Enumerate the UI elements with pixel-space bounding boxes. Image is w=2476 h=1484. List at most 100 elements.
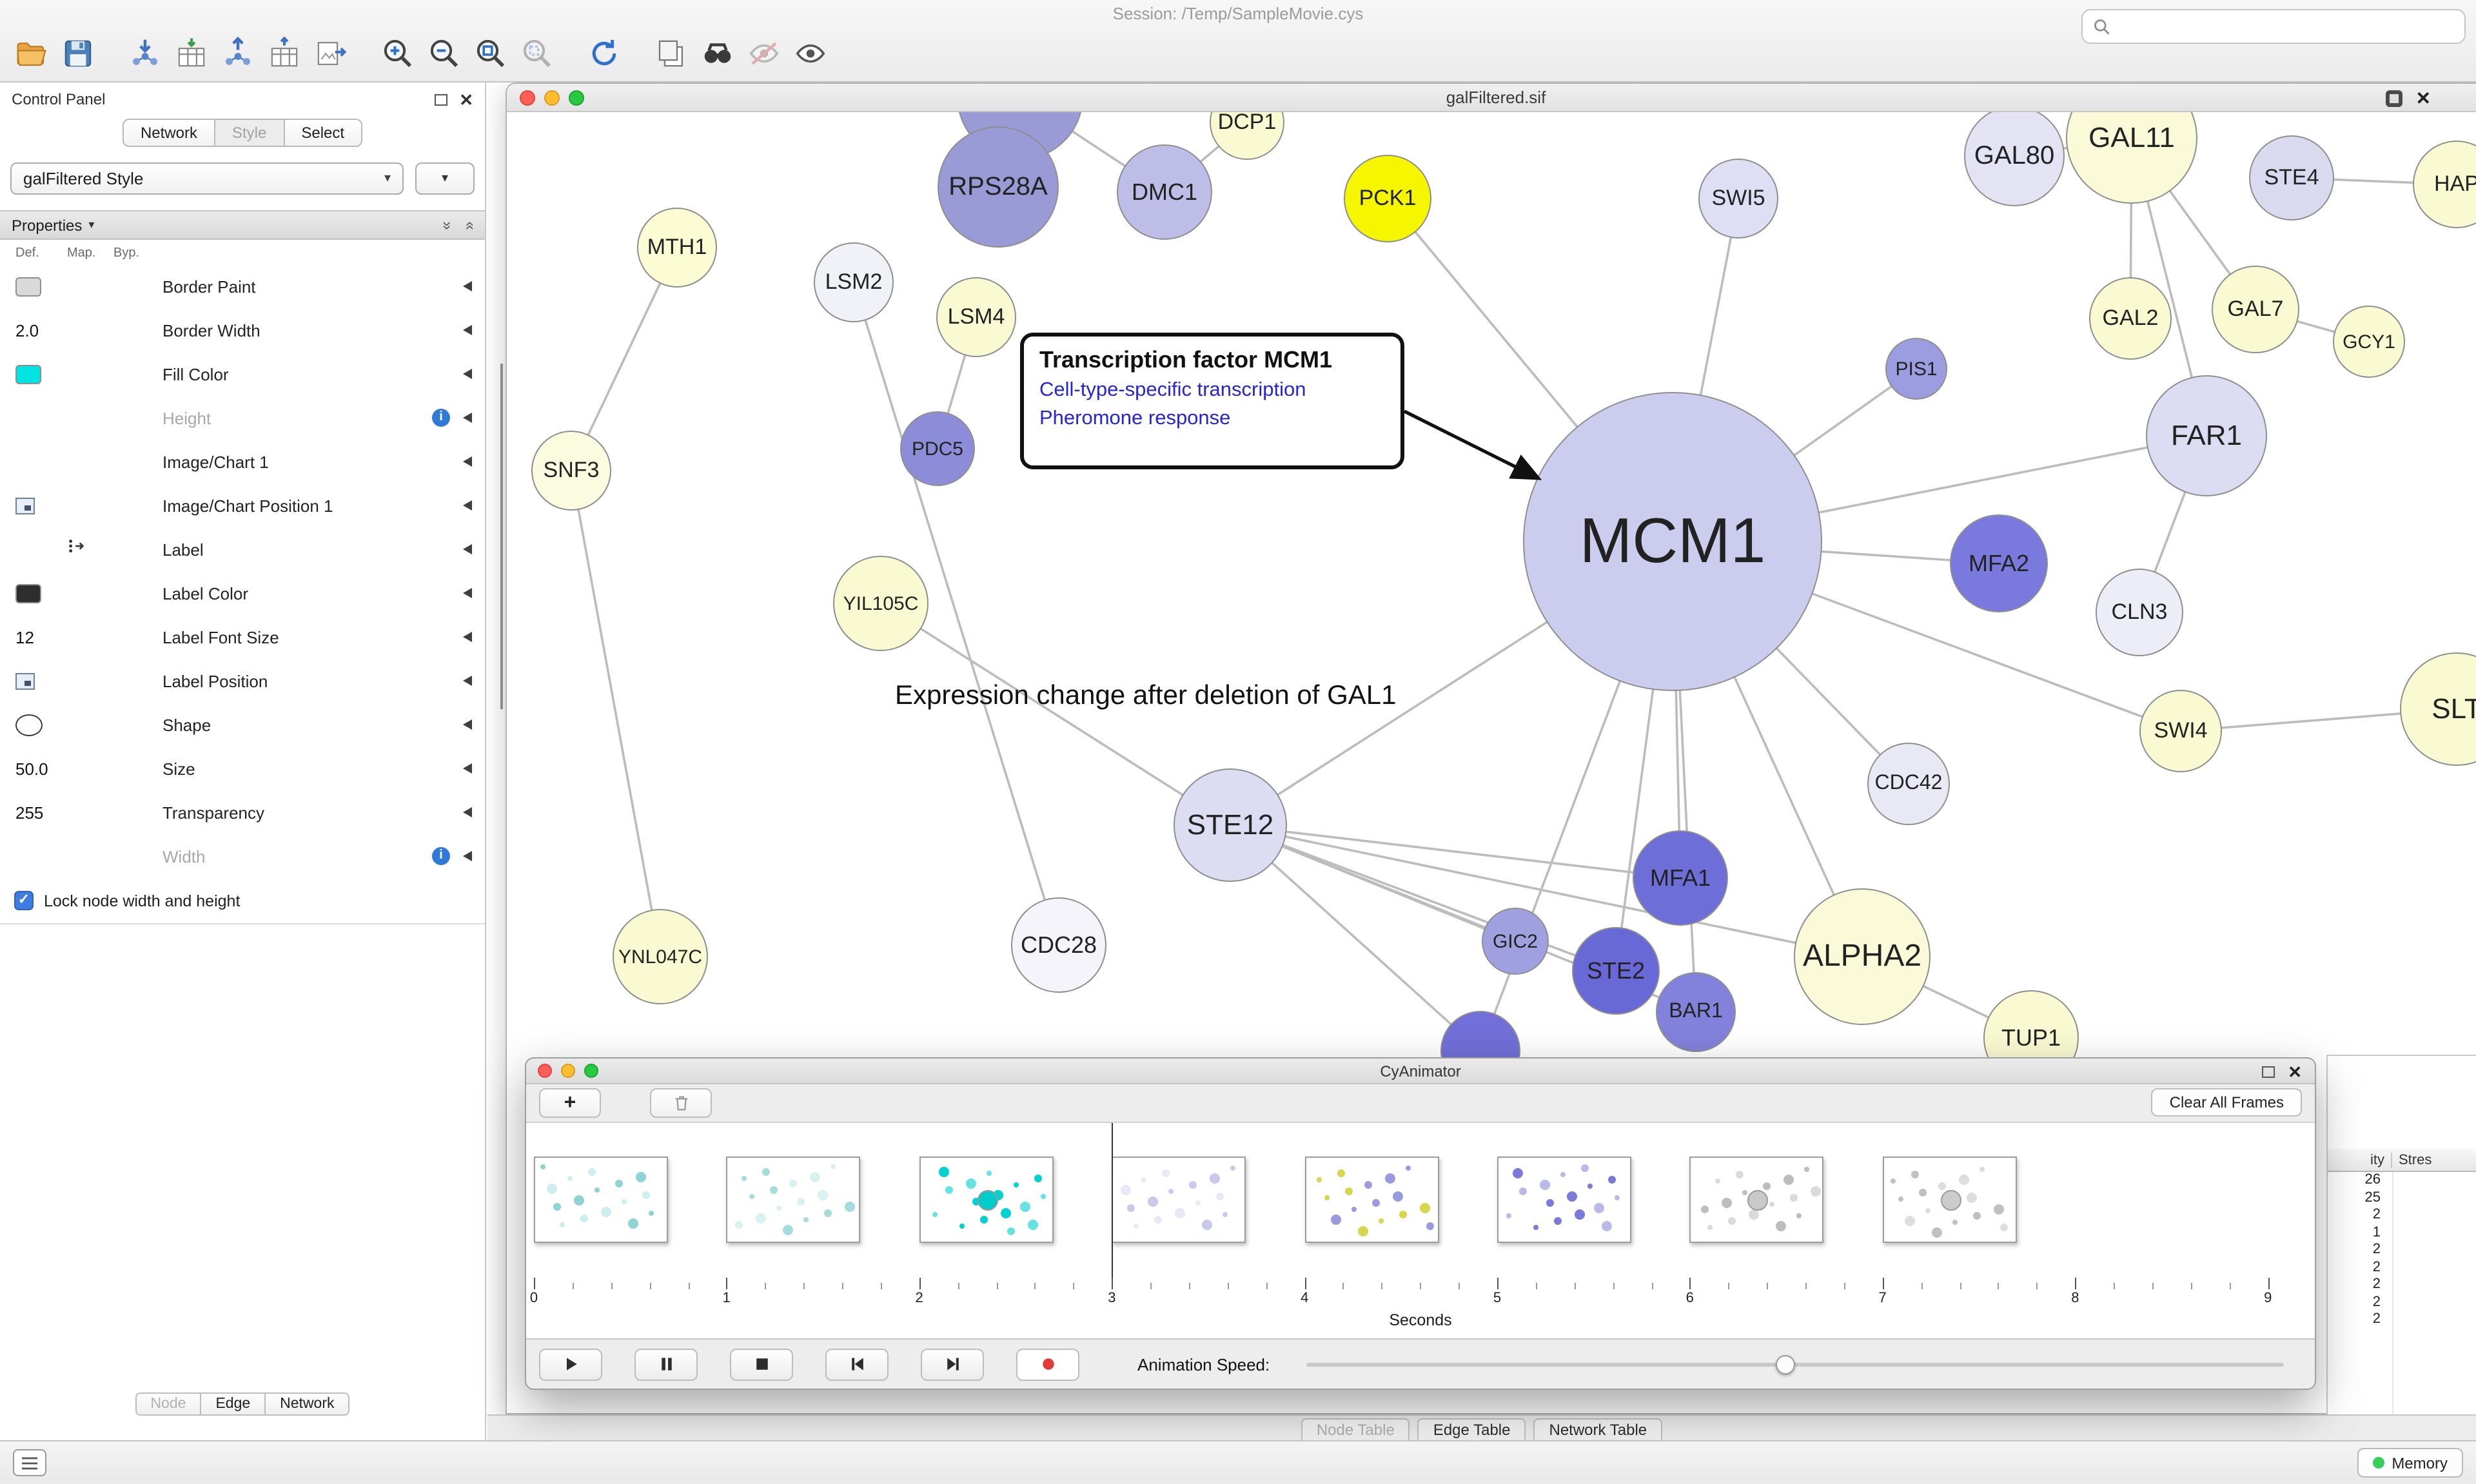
minimize-window-button[interactable] [561, 1064, 575, 1078]
node-ste12[interactable]: STE12 [1174, 768, 1287, 882]
node-gal2[interactable]: GAL2 [2089, 277, 2172, 360]
float-window-icon[interactable] [2262, 1066, 2275, 1078]
table-row[interactable]: 2 [2372, 1259, 2381, 1274]
frame-thumbnail-2[interactable] [919, 1157, 1054, 1243]
style-tab-edge[interactable]: Edge [201, 1392, 266, 1416]
table-row[interactable]: 2 [2372, 1294, 2381, 1309]
import-table-button[interactable] [168, 28, 214, 77]
node-far1[interactable]: FAR1 [2146, 375, 2267, 496]
node-swi5[interactable]: SWI5 [1698, 159, 1778, 239]
node-pck1[interactable]: PCK1 [1344, 155, 1431, 242]
expand-row-arrow[interactable] [463, 500, 472, 510]
lock-size-checkbox[interactable]: ✓ [14, 891, 34, 910]
minimize-window-button[interactable] [544, 90, 560, 106]
table-row[interactable]: 2 [2372, 1207, 2381, 1222]
table-row[interactable]: 2 [2372, 1311, 2381, 1327]
expand-row-arrow[interactable] [463, 412, 472, 422]
frame-thumbnail-4[interactable] [1304, 1157, 1439, 1243]
node-mfa2[interactable]: MFA2 [1950, 514, 2048, 612]
style-tab-node[interactable]: Node [135, 1392, 202, 1416]
stop-button[interactable] [730, 1348, 793, 1380]
node-rps28a[interactable]: RPS28A [938, 126, 1059, 248]
expand-row-arrow[interactable] [463, 280, 472, 291]
delete-frame-button[interactable] [650, 1088, 712, 1118]
tab-select[interactable]: Select [284, 119, 363, 147]
caption-annotation[interactable]: Expression change after deletion of GAL1 [895, 681, 1397, 710]
column-header-stress[interactable]: Stres [2399, 1152, 2432, 1167]
frame-thumbnail-7[interactable] [1882, 1157, 2017, 1243]
property-row-border-paint[interactable]: Border Paint [0, 264, 485, 308]
position-widget-icon[interactable] [15, 672, 35, 689]
expand-all-icon[interactable]: » [438, 220, 457, 229]
expand-row-arrow[interactable] [463, 631, 472, 641]
close-icon[interactable]: ✕ [2288, 1062, 2302, 1082]
mapping-icon[interactable] [67, 536, 86, 562]
property-row-image-chart-1[interactable]: Image/Chart 1 [0, 440, 485, 483]
panel-divider-handle[interactable] [500, 364, 503, 709]
panel-menu-button[interactable] [13, 1449, 46, 1476]
slider-handle[interactable] [1776, 1354, 1796, 1374]
expand-row-arrow[interactable] [463, 675, 472, 685]
node-mcm1[interactable]: MCM1 [1523, 392, 1822, 691]
show-all-button[interactable] [787, 28, 833, 77]
mcm1-annotation-box[interactable]: Transcription factor MCM1 Cell-type-spec… [1020, 333, 1404, 469]
expand-row-arrow[interactable] [463, 719, 472, 729]
memory-button[interactable]: Memory [2357, 1448, 2463, 1478]
hide-selected-button[interactable] [740, 28, 787, 77]
node-lsm2[interactable]: LSM2 [814, 242, 894, 322]
zoom-selected-button[interactable] [513, 28, 560, 77]
close-view-icon[interactable]: ✕ [2415, 88, 2431, 108]
node-gal7[interactable]: GAL7 [2212, 266, 2299, 353]
node-cdc42[interactable]: CDC42 [1867, 743, 1950, 825]
node-cln3[interactable]: CLN3 [2096, 569, 2183, 656]
node-pis1[interactable]: PIS1 [1885, 338, 1947, 400]
open-session-button[interactable] [8, 28, 54, 77]
expand-row-arrow[interactable] [463, 850, 472, 861]
import-network-button[interactable] [121, 28, 168, 77]
node-cdc28[interactable]: CDC28 [1011, 897, 1106, 993]
node-gcy1[interactable]: GCY1 [2333, 306, 2405, 378]
node-mth1[interactable]: MTH1 [637, 208, 717, 288]
close-window-button[interactable] [538, 1064, 552, 1078]
frame-thumbnail-3[interactable] [1112, 1157, 1246, 1243]
zoom-fit-button[interactable] [467, 28, 513, 77]
node-gal80[interactable]: GAL80 [1964, 112, 2065, 206]
node-ynl047c[interactable]: YNL047C [613, 909, 708, 1004]
search-input[interactable] [2119, 17, 2454, 36]
export-image-button[interactable] [307, 28, 353, 77]
property-row-shape[interactable]: Shape [0, 703, 485, 747]
frame-thumbnail-5[interactable] [1497, 1157, 1631, 1243]
style-selector[interactable]: galFiltered Style ▾ [10, 162, 404, 195]
column-header-centrality[interactable]: ity [2328, 1152, 2392, 1167]
style-tab-network[interactable]: Network [266, 1392, 350, 1416]
property-row-label-color[interactable]: Label Color [0, 571, 485, 615]
node-slt2[interactable]: SLT [2400, 652, 2476, 766]
export-network-button[interactable] [214, 28, 260, 77]
zoom-in-button[interactable] [374, 28, 420, 77]
ellipse-shape-icon[interactable] [15, 714, 43, 736]
property-row-label-position[interactable]: Label Position [0, 659, 485, 703]
properties-header[interactable]: Properties ▾ » » [0, 210, 485, 240]
expand-row-arrow[interactable] [463, 456, 472, 466]
export-table-button[interactable] [260, 28, 307, 77]
frame-thumbnail-0[interactable] [534, 1157, 668, 1243]
node-gic2[interactable]: GIC2 [1482, 908, 1549, 975]
play-button[interactable] [539, 1348, 602, 1380]
expand-row-arrow[interactable] [463, 368, 472, 378]
first-neighbors-button[interactable] [694, 28, 740, 77]
expand-row-arrow[interactable] [463, 806, 472, 817]
node-gal11[interactable]: GAL11 [2066, 112, 2197, 204]
tab-edge-table[interactable]: Edge Table [1417, 1418, 1526, 1440]
annotation-link[interactable]: Pheromone response [1039, 407, 1231, 429]
table-row[interactable]: 2 [2372, 1242, 2381, 1257]
float-panel-icon[interactable] [435, 93, 448, 105]
table-row[interactable]: 2 [2372, 1276, 2381, 1292]
node-yil105c[interactable]: YIL105C [833, 556, 928, 651]
annotation-link[interactable]: Cell-type-specific transcription [1039, 379, 1306, 401]
